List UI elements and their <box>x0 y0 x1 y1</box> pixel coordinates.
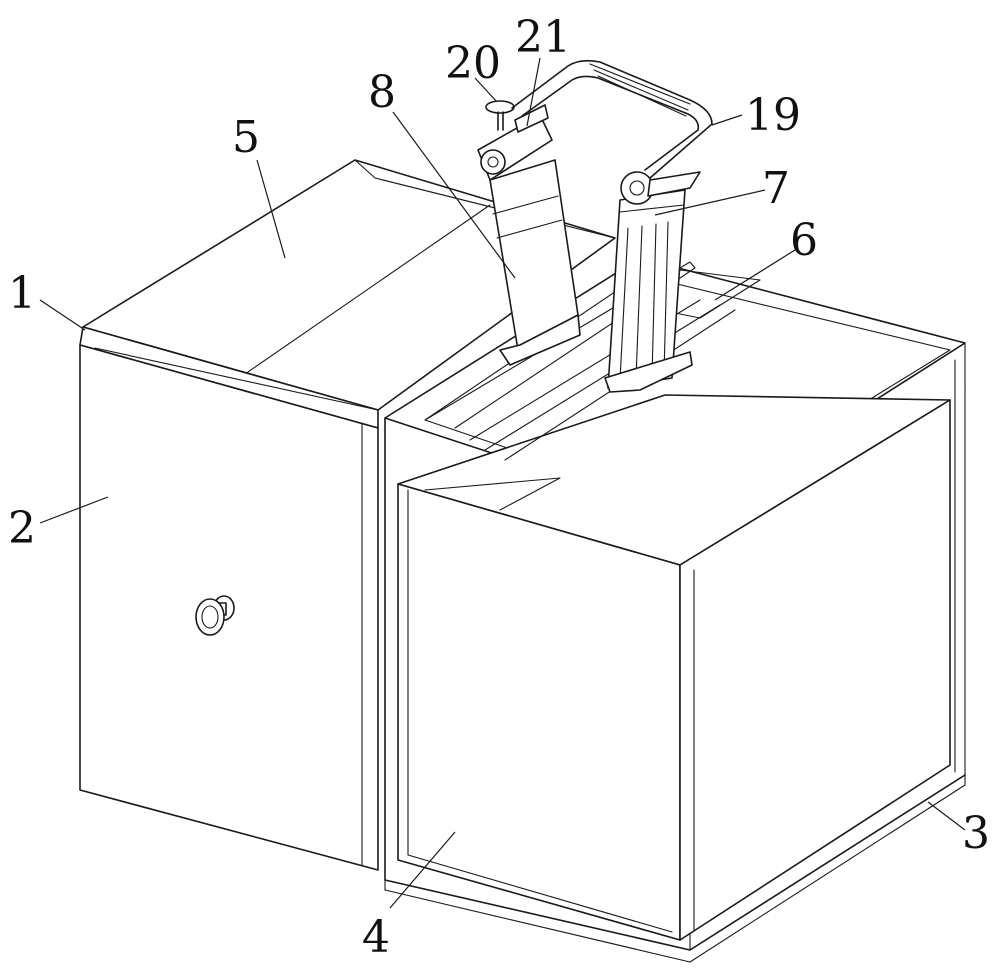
clamp-20-21 <box>485 100 549 133</box>
clamp-block-21 <box>514 104 549 133</box>
label-4: 4 <box>362 912 390 963</box>
support-7 <box>604 171 701 393</box>
drawer-front-inner <box>407 489 673 933</box>
label-5: 5 <box>232 112 260 163</box>
label-8: 8 <box>368 67 396 118</box>
label-2: 2 <box>8 503 36 554</box>
leader-lines <box>39 57 966 909</box>
drawer-top-slot <box>424 477 561 511</box>
right-frame-bottom <box>384 417 966 951</box>
top-panel-seam <box>231 204 491 384</box>
right-frame-base <box>384 774 966 963</box>
label-3: 3 <box>962 808 990 859</box>
door-knob[interactable] <box>195 595 235 636</box>
drawer-4[interactable] <box>397 394 951 941</box>
part-labels: 1 2 3 4 5 6 7 8 19 20 21 <box>8 12 990 963</box>
label-7: 7 <box>762 163 790 214</box>
label-19: 19 <box>745 90 801 141</box>
drawer-side <box>679 399 951 941</box>
door-top-bevel <box>94 347 379 411</box>
screw-head-20 <box>485 100 515 114</box>
support-8 <box>477 114 581 366</box>
label-1: 1 <box>8 268 36 319</box>
left-cabinet <box>79 159 616 871</box>
drawer-front <box>397 483 681 941</box>
handle-19[interactable] <box>511 59 713 179</box>
label-20: 20 <box>445 38 501 89</box>
label-6: 6 <box>790 215 818 266</box>
label-21: 21 <box>515 12 571 63</box>
